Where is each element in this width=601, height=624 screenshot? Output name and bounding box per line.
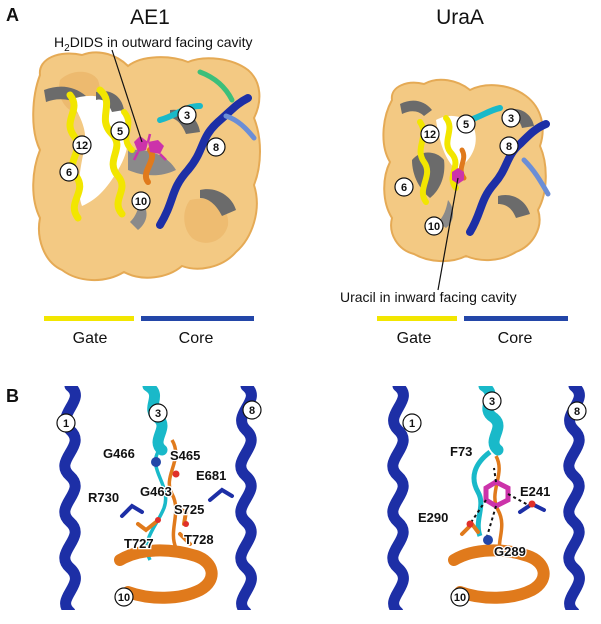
- ae1-badge-8: 8: [206, 137, 226, 157]
- bl-residue-e681: E681: [196, 468, 226, 483]
- ae1-badge-5: 5: [110, 121, 130, 141]
- h2dids-ligand: [132, 133, 167, 161]
- uraa-badge-10: 10: [424, 216, 444, 236]
- svg-text:12: 12: [76, 140, 88, 152]
- ae1-helix-12: [96, 86, 126, 218]
- ae1-helix-8: [156, 94, 252, 229]
- uraa-legend: Gate Core: [377, 316, 568, 347]
- ae1-legend: Gate Core: [44, 316, 254, 347]
- bl-residue-t727: T727: [124, 536, 154, 551]
- bl-residue-t728: T728: [184, 532, 214, 547]
- svg-text:5: 5: [117, 126, 123, 138]
- callout-h: H: [54, 34, 64, 50]
- svg-text:10: 10: [454, 592, 466, 604]
- uraa-core-bar: [464, 316, 568, 321]
- ae1-title: AE1: [130, 6, 170, 29]
- svg-text:8: 8: [506, 141, 512, 153]
- ae1-core-bar: [141, 316, 254, 321]
- ae1-badge-10: 10: [131, 191, 151, 211]
- svg-text:3: 3: [184, 110, 190, 122]
- br-cyan-loop: [471, 450, 492, 537]
- uraa-helix-8: [466, 120, 550, 236]
- uraa-title: UraA: [436, 6, 484, 29]
- uraa-helix-core-light: [521, 157, 551, 197]
- bl-badge-1: 1: [56, 413, 76, 433]
- ae1-helix-green: [197, 69, 235, 103]
- panel-b-left: 1 3 8 10 G466 S465 E681 R730 G463 S725 T…: [56, 386, 262, 610]
- uraa-badge-6: 6: [394, 177, 414, 197]
- callout-subscript: 2: [64, 43, 70, 54]
- svg-text:6: 6: [401, 182, 407, 194]
- callout-rest: DIDS in outward facing cavity: [70, 34, 253, 50]
- uraa-gate-bar: [377, 316, 457, 321]
- uraa-core-label: Core: [498, 330, 533, 347]
- bl-helix-10: [114, 544, 218, 604]
- ae1-helix-6: [66, 91, 84, 222]
- ae1-badge-12: 12: [72, 135, 92, 155]
- uracil-ligand: [452, 168, 464, 184]
- uraa-callout: Uracil in inward facing cavity: [340, 289, 517, 305]
- ae1-gate-label: Gate: [73, 330, 108, 347]
- svg-text:3: 3: [508, 113, 514, 125]
- svg-text:12: 12: [424, 129, 436, 141]
- br-residue-e241: E241: [520, 484, 550, 499]
- ae1-helix-core-light: [223, 113, 257, 141]
- ae1-core-label: Core: [179, 330, 214, 347]
- uraa-badge-3: 3: [501, 108, 521, 128]
- bl-orange-loop: [167, 439, 178, 549]
- bl-residue-r730: R730: [88, 490, 119, 505]
- br-badge-10: 10: [450, 587, 470, 607]
- br-helix-8: [563, 386, 585, 610]
- br-residue-g289: G289: [494, 544, 526, 559]
- ae1-badge-6: 6: [59, 162, 79, 182]
- ae1-helix-badges: 3 5 8 12 6 10: [59, 105, 226, 211]
- br-residue-e290: E290: [418, 510, 448, 525]
- svg-text:3: 3: [489, 396, 495, 408]
- bl-residue-s465: S465: [170, 448, 200, 463]
- bl-badge-3: 3: [148, 403, 168, 423]
- uraa-callout-line: [437, 177, 459, 291]
- svg-text:8: 8: [574, 406, 580, 418]
- panel-label-a: A: [6, 5, 19, 25]
- svg-text:5: 5: [463, 119, 469, 131]
- svg-text:10: 10: [135, 196, 147, 208]
- ae1-helix-10-orange: [143, 147, 155, 185]
- br-helix-10: [448, 544, 550, 604]
- bl-badge-10: 10: [114, 587, 134, 607]
- br-badge-3: 3: [482, 391, 502, 411]
- svg-text:10: 10: [118, 592, 130, 604]
- bl-residue-g466: G466: [103, 446, 135, 461]
- ae1-badge-3: 3: [177, 105, 197, 125]
- uraa-badge-8: 8: [499, 136, 519, 156]
- svg-text:8: 8: [213, 142, 219, 154]
- svg-text:10: 10: [428, 221, 440, 233]
- bl-residue-g463: G463: [140, 484, 172, 499]
- ae1-gate-bar: [44, 316, 134, 321]
- uraa-gate-label: Gate: [397, 330, 432, 347]
- br-badge-1: 1: [402, 413, 422, 433]
- br-residue-f73: F73: [450, 444, 472, 459]
- uraa-badge-5: 5: [456, 114, 476, 134]
- uraa-badge-12: 12: [420, 124, 440, 144]
- ae1-callout: H2DIDS in outward facing cavity: [54, 34, 253, 54]
- svg-text:3: 3: [155, 408, 161, 420]
- svg-text:1: 1: [63, 418, 69, 430]
- br-orange-loop: [493, 455, 504, 557]
- bl-residue-s725: S725: [174, 502, 204, 517]
- uraa-helix-badges: 12 5 3 8 6 10: [394, 108, 521, 236]
- br-helix-1: [387, 386, 409, 610]
- bl-helix-8: [235, 386, 257, 610]
- ae1-callout-line: [111, 49, 143, 143]
- panel-b-right: 1 3 8 10 F73 E241 E290 G289: [387, 386, 587, 610]
- bl-badge-8: 8: [242, 400, 262, 420]
- svg-text:1: 1: [409, 418, 415, 430]
- svg-text:6: 6: [66, 167, 72, 179]
- svg-text:8: 8: [249, 405, 255, 417]
- ae1-cavity: [44, 86, 236, 230]
- panel-label-b: B: [6, 386, 19, 406]
- br-badge-8: 8: [567, 401, 587, 421]
